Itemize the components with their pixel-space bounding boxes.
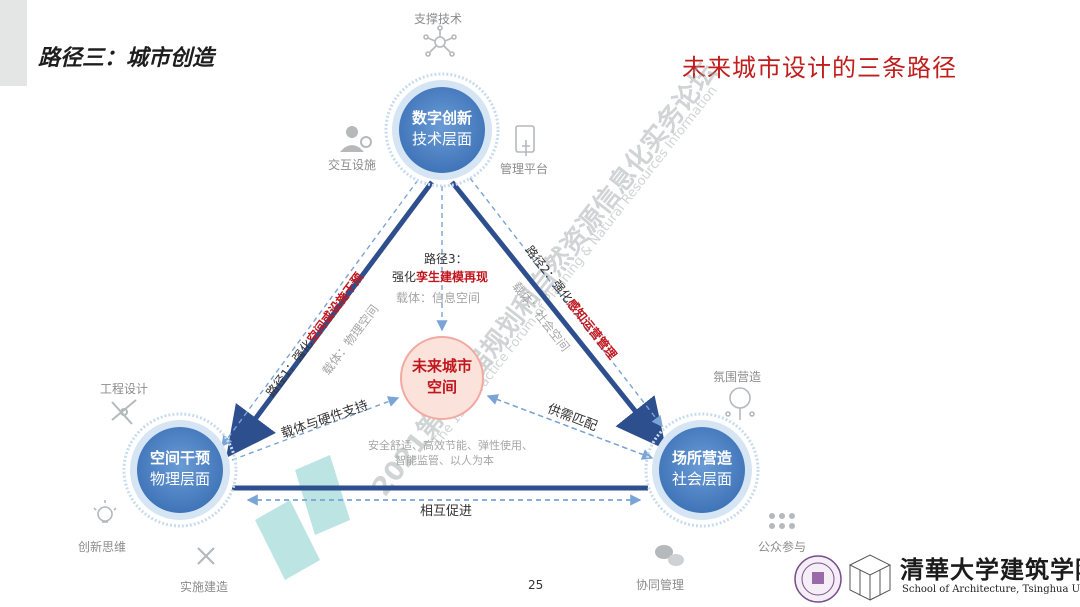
icon-label-platform: 管理平台 <box>500 162 549 176</box>
node-top-subtitle: 技术层面 <box>411 130 472 148</box>
node-top-title: 数字创新 <box>411 109 472 127</box>
path3-label: 强化孪生建模再现 <box>392 268 488 285</box>
bottom-relation: 相互促进 <box>420 504 473 519</box>
path3-carrier: 载体：信息空间 <box>396 291 481 305</box>
corner-decoration <box>0 0 27 86</box>
path3-prefix: 强化 <box>392 270 417 284</box>
goals-line1: 安全舒适、高效节能、弹性使用、 <box>368 439 533 452</box>
icon-label-interaction: 交互设施 <box>328 158 377 172</box>
icon-label-participation: 公众参与 <box>758 540 807 554</box>
tree-people-icon <box>725 387 755 420</box>
edge-top-left <box>226 180 435 459</box>
page-number: 25 <box>528 578 544 592</box>
path3-line1: 路径3： <box>424 252 468 266</box>
node-top-label: 数字创新 技术层面 <box>382 108 502 150</box>
architecture-logo-icon <box>848 554 892 601</box>
node-left-title: 空间干预 <box>149 449 210 467</box>
section-title: 路径三：城市创造 <box>38 46 215 71</box>
goals-line2: 智能监管、以人为本 <box>395 454 494 467</box>
icon-label-innovation: 创新思维 <box>78 540 127 554</box>
node-center <box>400 336 484 420</box>
path3-highlight: 孪生建模再现 <box>416 270 489 284</box>
decorative-shape <box>255 455 350 580</box>
node-left-subtitle: 物理层面 <box>149 470 210 488</box>
icon-label-support-tech: 支撑技术 <box>414 12 463 26</box>
icon-label-engineering: 工程设计 <box>100 382 149 396</box>
node-right-title: 场所营造 <box>671 449 732 467</box>
tools-icon <box>197 547 215 565</box>
network-icon <box>423 25 457 57</box>
school-name-cn: 清華大学建筑学院 <box>900 555 1080 584</box>
node-top <box>384 72 500 188</box>
lightbulb-icon <box>93 500 117 523</box>
node-right-label: 场所营造 社会层面 <box>642 448 762 490</box>
main-title: 未来城市设计的三条路径 <box>682 54 957 82</box>
user-gear-icon <box>340 126 372 152</box>
center-line1: 未来城市 <box>411 357 472 375</box>
tablet-touch-icon <box>515 125 535 156</box>
people-group-icon <box>769 513 795 529</box>
chat-icon <box>655 545 684 566</box>
node-center-label: 未来城市 空间 <box>397 356 487 398</box>
ruler-pencil-icon <box>111 399 137 425</box>
school-name-en: School of Architecture, Tsinghua Univers… <box>902 584 1080 595</box>
edge-top-right <box>450 180 667 450</box>
icon-label-atmosphere: 氛围营造 <box>713 370 762 384</box>
center-line2: 空间 <box>426 378 457 396</box>
node-left-label: 空间干预 物理层面 <box>120 448 240 490</box>
node-left <box>122 412 238 528</box>
icon-label-collaboration: 协同管理 <box>636 578 685 592</box>
node-right <box>644 412 760 528</box>
icon-label-construction: 实施建造 <box>180 580 229 594</box>
node-right-subtitle: 社会层面 <box>671 470 732 488</box>
tsinghua-seal-icon <box>794 555 842 603</box>
